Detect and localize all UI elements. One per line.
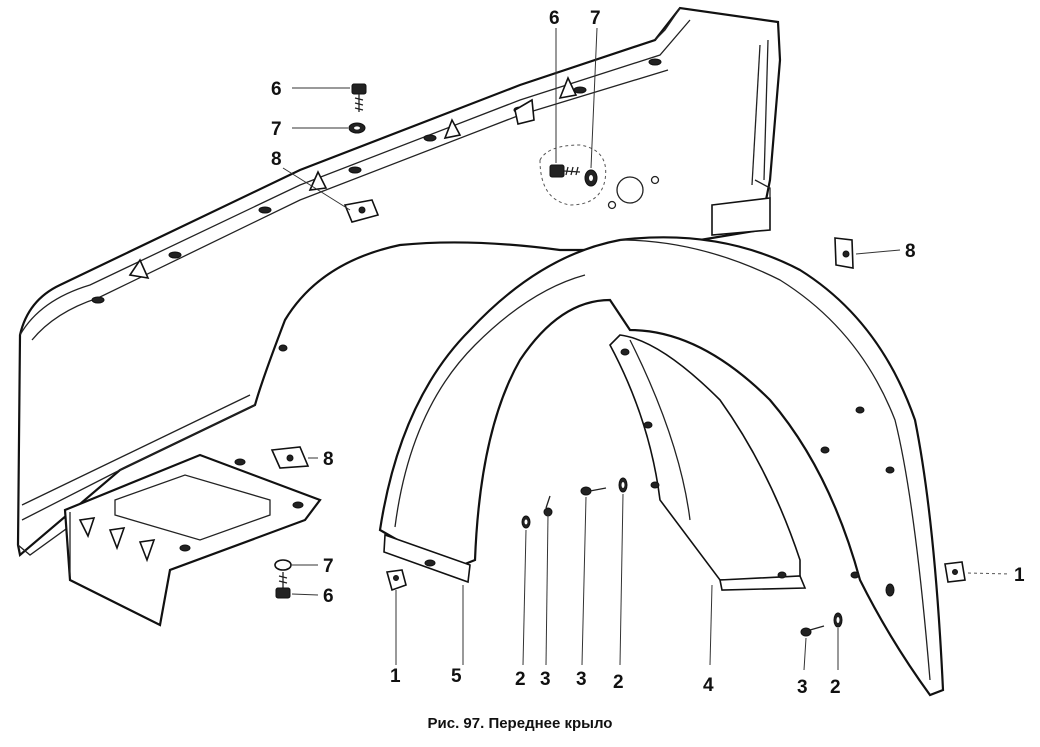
callout-7: 7: [323, 556, 334, 577]
callout-6: 6: [549, 8, 560, 29]
wheel-arch-liner: [278, 236, 945, 697]
fasteners: [270, 83, 966, 637]
callout-6: 6: [323, 586, 334, 607]
callout-5: 5: [451, 666, 462, 687]
callout-labels: 6 7 8 6 7 8 8 7 6 1 5 2 3 3 2 4 1 3 2: [271, 8, 1025, 698]
figure-caption: Рис. 97. Переднее крыло: [428, 715, 613, 732]
callout-7: 7: [271, 119, 282, 140]
callout-2: 2: [515, 669, 526, 690]
flange-holes: [91, 58, 662, 304]
callout-1: 1: [1014, 565, 1025, 586]
detail-cluster: [539, 144, 660, 210]
callout-1: 1: [390, 666, 401, 687]
callout-7: 7: [590, 8, 601, 29]
callout-4: 4: [703, 675, 714, 696]
bolt-icon-center: [549, 164, 581, 178]
leader-lines: [282, 27, 1011, 671]
callout-6: 6: [271, 79, 282, 100]
bolt-icon: [351, 83, 367, 112]
screw-icon-c: [800, 625, 825, 637]
callout-8: 8: [271, 149, 282, 170]
screw-icon-b: [580, 486, 607, 496]
bolt-icon-lower: [275, 572, 291, 599]
callout-8: 8: [905, 241, 916, 262]
callout-3: 3: [797, 677, 808, 698]
callout-3: 3: [540, 669, 551, 690]
callout-3: 3: [576, 669, 587, 690]
callout-2: 2: [830, 677, 841, 698]
callout-8: 8: [323, 449, 334, 470]
callout-2: 2: [613, 672, 624, 693]
lower-bracket: [63, 453, 322, 627]
screw-icon-a: [543, 495, 553, 517]
washer-icon-lower: [274, 559, 292, 571]
fender-panel: [16, 6, 782, 558]
